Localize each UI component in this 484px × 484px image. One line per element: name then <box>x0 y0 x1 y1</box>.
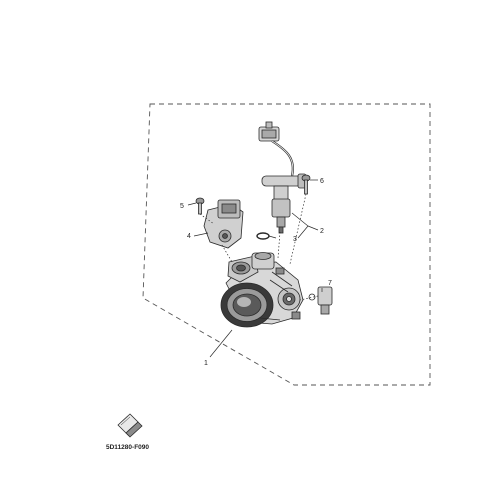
screw <box>195 197 205 215</box>
assembly-boundary <box>142 103 431 386</box>
throttle-position-sensor <box>203 199 244 249</box>
callout-5: 5 <box>180 203 184 210</box>
throttle-body <box>220 252 304 328</box>
bolt <box>301 174 311 195</box>
callout-1: 1 <box>204 360 208 367</box>
figure-code: 5D11280-F090 <box>106 444 149 451</box>
callout-labels: 1 2 3 4 5 6 7 <box>180 178 332 367</box>
assembly-guide-lines <box>199 193 319 301</box>
o-ring <box>256 232 270 240</box>
injector-assembly <box>258 121 307 234</box>
book-icon <box>117 413 143 438</box>
callout-3: 3 <box>293 236 297 243</box>
leader-lines <box>187 179 323 358</box>
sensor-part-7 <box>308 286 333 315</box>
callout-4: 4 <box>187 233 191 240</box>
callout-7: 7 <box>328 280 332 287</box>
callout-6: 6 <box>320 178 324 185</box>
callout-2: 2 <box>320 228 324 235</box>
